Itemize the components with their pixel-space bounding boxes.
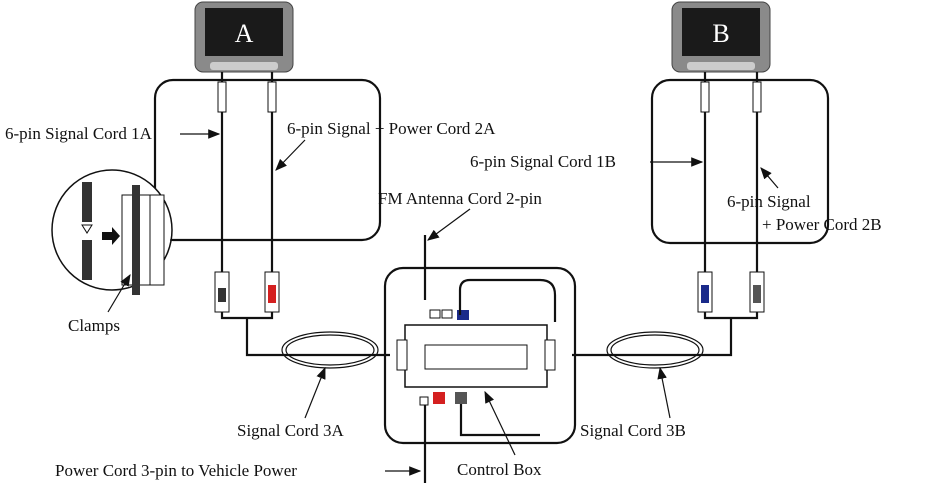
label-signal-cord-1a: 6-pin Signal Cord 1A <box>5 124 153 143</box>
label-fm-antenna: FM Antenna Cord 2-pin <box>378 189 542 208</box>
label-signal-cord-1b: 6-pin Signal Cord 1B <box>470 152 616 171</box>
label-signal-cord-3a: Signal Cord 3A <box>237 421 344 440</box>
control-box <box>385 235 575 483</box>
label-power-cord-2b-line1: 6-pin Signal <box>727 192 811 211</box>
label-clamps: Clamps <box>68 316 120 335</box>
label-control-box: Control Box <box>457 460 542 479</box>
monitor-b-label: B <box>712 19 729 48</box>
monitor-a-label: A <box>235 19 254 48</box>
monitor-a: A <box>195 2 293 72</box>
cords-a <box>215 72 390 368</box>
label-power-cord-3pin: Power Cord 3-pin to Vehicle Power <box>55 461 297 480</box>
cords-b <box>572 72 764 368</box>
label-signal-cord-3b: Signal Cord 3B <box>580 421 686 440</box>
label-power-cord-2a: 6-pin Signal + Power Cord 2A <box>287 119 496 138</box>
label-power-cord-2b-line2: + Power Cord 2B <box>762 215 882 234</box>
monitor-b: B <box>672 2 770 72</box>
